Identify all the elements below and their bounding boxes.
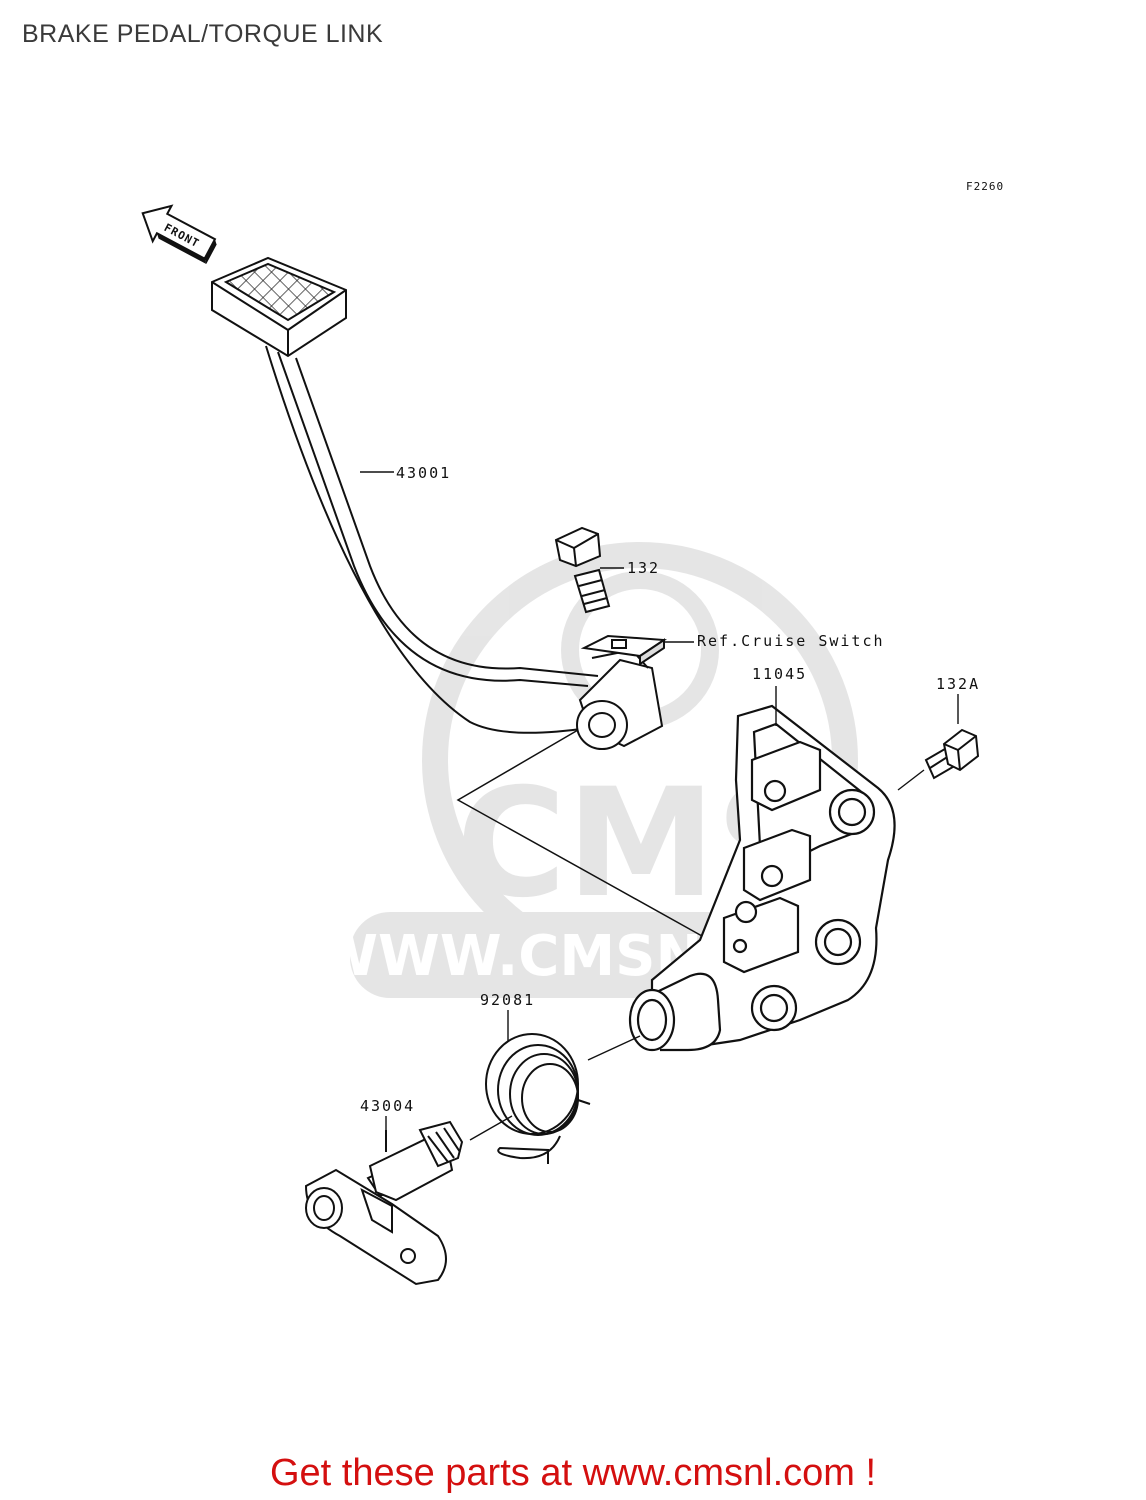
callout-11045: 11045 — [752, 665, 807, 683]
callout-43001: 43001 — [396, 464, 451, 482]
bolt-132a — [924, 728, 980, 780]
page-title: BRAKE PEDAL/TORQUE LINK — [22, 20, 384, 48]
callout-cruise-switch: Ref.Cruise Switch — [697, 632, 885, 650]
callout-92081: 92081 — [480, 991, 535, 1009]
leader-triangle — [456, 729, 703, 937]
footer-cta-link[interactable]: Get these parts at www.cmsnl.com ! — [269, 1452, 877, 1494]
callout-132: 132 — [627, 559, 660, 577]
front-arrow-icon: FRONT — [141, 204, 217, 265]
bracket-11045 — [628, 704, 896, 1052]
bolt-132 — [554, 526, 611, 614]
watermark-logo-icon — [422, 542, 858, 978]
brake-pedal — [211, 256, 664, 750]
figure-code: F2260 — [966, 180, 1004, 193]
cruise-switch-plate — [580, 634, 667, 666]
callout-132a: 132A — [936, 675, 980, 693]
shaft-lever-43004 — [304, 1120, 464, 1286]
callout-43004: 43004 — [360, 1097, 415, 1115]
spring-92081 — [485, 1033, 591, 1164]
leader-lines — [360, 471, 959, 1141]
